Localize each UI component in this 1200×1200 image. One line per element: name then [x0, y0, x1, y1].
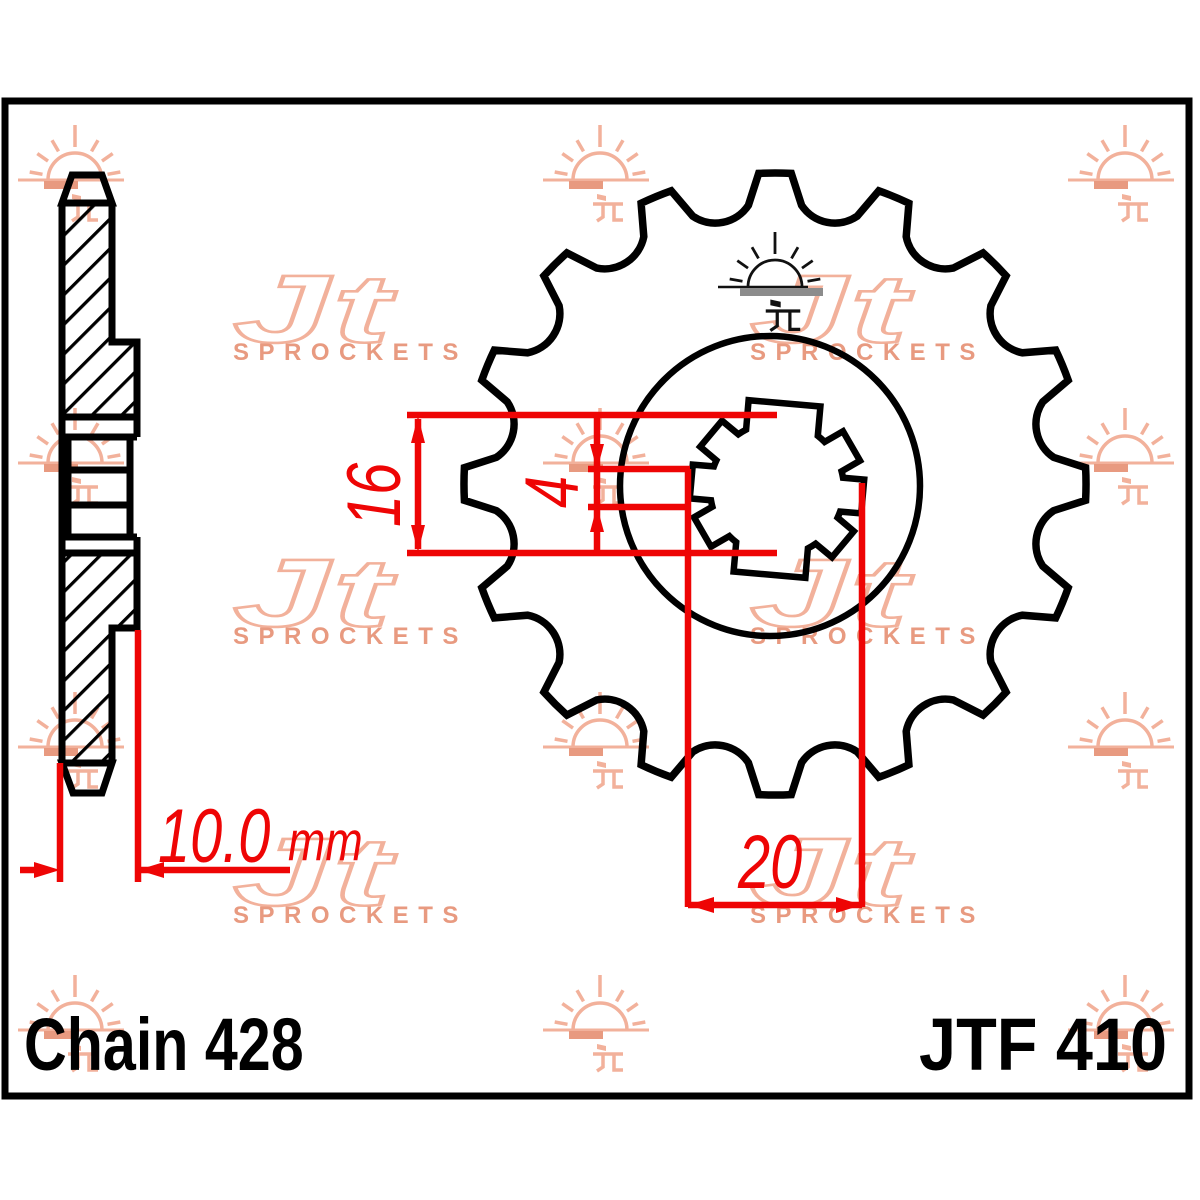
dimension-layer: 16 4 10.0 mm 20 [20, 411, 866, 913]
jt-mini-mark-icon [765, 299, 801, 332]
arrow-left-icon [138, 862, 164, 878]
side-right-edge-upper [108, 203, 141, 417]
arrow-up-icon [411, 416, 425, 443]
arrow-down-icon [411, 525, 425, 552]
rising-sun-watermark-icon [1068, 125, 1174, 223]
front-view [460, 169, 1090, 799]
rising-sun-watermark-icon [1068, 975, 1174, 1073]
jt-mini-mark-icon [1118, 1044, 1148, 1073]
side-right-edge-lower [108, 553, 141, 763]
jt-sun-logo [718, 232, 823, 332]
rising-sun-watermark-icon [18, 975, 124, 1073]
frame-border [1, 97, 1193, 1100]
jt-mini-mark-icon [593, 194, 623, 223]
rising-sun-watermark-icon [543, 125, 649, 223]
hub-circle [616, 332, 924, 640]
rising-sun-watermark-icon [1068, 408, 1174, 506]
dim-face-width-label: 10.0 [158, 794, 270, 878]
arrow-down-small-icon [590, 444, 604, 470]
sprockets-logo-text: SPROCKETS [233, 339, 468, 366]
side-bottom-tooth [56, 759, 117, 797]
rising-sun-watermark-icon [543, 975, 649, 1073]
dim-lines-front-20 [684, 469, 866, 909]
sprockets-logo-text: SPROCKETS [233, 623, 468, 650]
jt-mini-mark-icon [68, 1044, 98, 1073]
sprocket-teeth-outline [460, 169, 1090, 799]
dim-spline-height-label: 16 [332, 462, 416, 527]
dim-across-flats-label: 20 [737, 820, 802, 904]
side-hub-lines [62, 413, 141, 557]
side-view [56, 171, 141, 797]
side-hatch-lower [62, 553, 137, 763]
side-hatch-upper [62, 203, 137, 417]
sprockets-logo-text: SPROCKETS [750, 339, 985, 366]
jt-mini-mark-icon [68, 477, 98, 506]
jt-logo-text: Jt [233, 539, 397, 647]
spline-bore-outline [686, 396, 868, 582]
arrow-left-20-icon [688, 897, 714, 913]
rising-sun-logo-icon [718, 232, 823, 332]
jt-mini-mark-icon [1118, 477, 1148, 506]
jt-mini-mark-icon [593, 761, 623, 790]
chain-spec-label: Chain 428 [24, 1004, 304, 1087]
jt-mini-mark-icon [1118, 761, 1148, 790]
rising-sun-watermark-icon [1068, 692, 1174, 790]
dim-groove-width-label: 4 [510, 476, 594, 508]
jt-mini-mark-icon [1118, 194, 1148, 223]
jt-mini-mark-icon [593, 1044, 623, 1073]
part-number-label: JTF 410 [919, 1003, 1167, 1086]
jt-logo-text: Jt [750, 818, 914, 926]
arrow-right-20-icon [836, 897, 862, 913]
sprockets-logo-text: SPROCKETS [233, 902, 468, 929]
arrow-up-small-icon [590, 506, 604, 532]
arrow-right-icon [34, 862, 60, 878]
dim-face-width-unit-label: mm [288, 809, 363, 872]
dim-extension-lines-side [20, 630, 290, 882]
jt-logo-text: Jt [233, 255, 397, 363]
